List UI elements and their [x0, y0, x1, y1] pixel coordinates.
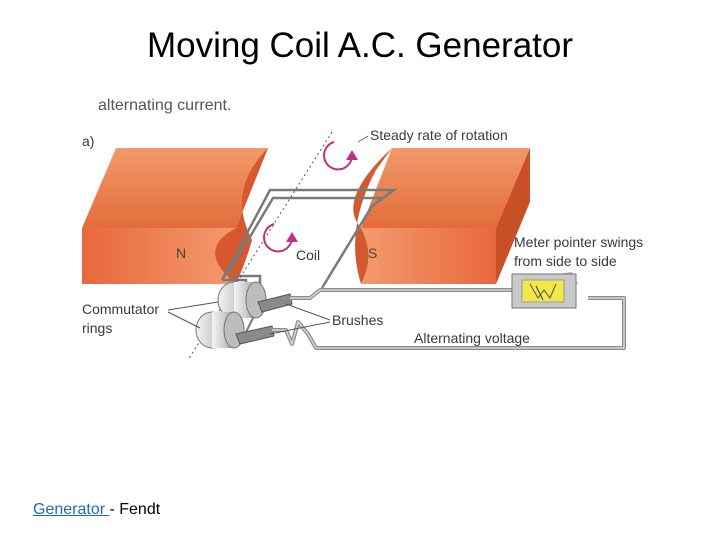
footer-suffix: - Fendt: [109, 501, 161, 518]
top-caption: alternating current.: [98, 97, 231, 114]
brushes-leader: [269, 303, 331, 335]
coil-label: Coil: [296, 247, 320, 263]
south-magnet: S: [353, 148, 530, 284]
rotation-label: Steady rate of rotation: [370, 127, 508, 143]
meter-label-line2: from side to side: [514, 253, 617, 269]
brushes-label: Brushes: [332, 312, 383, 328]
meter-label-line1: Meter pointer swings: [514, 234, 643, 250]
brushes: [235, 293, 293, 345]
rotation-arrow-icon: [323, 141, 358, 171]
commutator-rings: [195, 281, 267, 349]
generator-link[interactable]: Generator: [33, 501, 110, 518]
commutator-leader: [167, 301, 219, 329]
commutator-label-line1: Commutator: [82, 301, 159, 317]
north-magnet: N: [82, 148, 268, 284]
panel-label: a): [82, 133, 94, 149]
footer-credit: Generator - Fendt: [33, 500, 160, 520]
slide-title: Moving Coil A.C. Generator: [146, 26, 573, 65]
rotation-arrow-icon: [263, 223, 298, 253]
ac-meter: [511, 272, 578, 309]
voltage-label: Alternating voltage: [414, 330, 530, 346]
commutator-label-line2: rings: [82, 320, 112, 336]
generator-diagram: alternating current. a) N S Coil Steady …: [82, 97, 643, 361]
pole-north-label: N: [176, 245, 186, 261]
pole-south-label: S: [368, 245, 377, 261]
